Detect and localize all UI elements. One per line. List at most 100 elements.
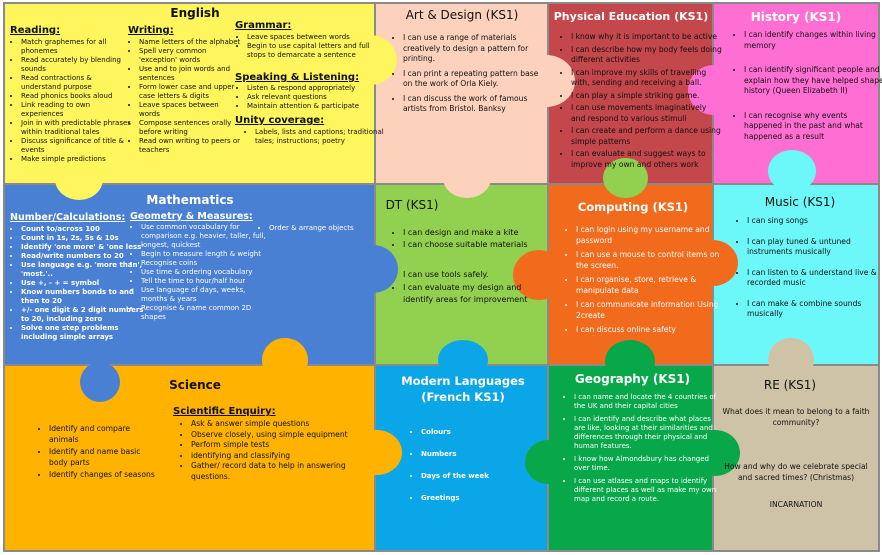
dt-list-2: I can evaluate my design and identify ar…	[392, 282, 528, 305]
list-item: Gather/ record data to help in answering…	[191, 461, 361, 482]
puzzle-knob	[513, 250, 565, 300]
list-item: identifying and classifying	[191, 451, 361, 462]
list-item: Perform simple tests	[191, 440, 361, 451]
music-list: I can sing songs I can play tuned & untu…	[736, 216, 882, 320]
list-item: Order & arrange objects	[269, 224, 379, 233]
re-question-1: What does it mean to belong to a faith c…	[722, 407, 870, 427]
list-item: I can play tuned & untuned instruments m…	[747, 237, 882, 258]
list-item: Use and to join words and sentences	[139, 65, 241, 83]
list-item: Join in with predictable phrases within …	[21, 119, 133, 137]
list-item: I can discuss the work of famous artists…	[403, 94, 543, 115]
geometry-label: Geometry & Measures:	[130, 211, 253, 222]
speaking-label: Speaking & Listening:	[235, 72, 360, 83]
list-item: Read own writing to peers or teachers	[139, 137, 241, 155]
history-list: I can identify changes within living mem…	[733, 30, 882, 142]
puzzle-knob	[688, 65, 740, 115]
puzzle-knob	[262, 338, 308, 382]
puzzle-knob	[768, 150, 816, 192]
list-item: Leave spaces between words	[139, 101, 241, 119]
list-item: +/- one digit & 2 digit numbers to 20, i…	[21, 306, 146, 324]
list-item: I can evaluate my design and identify ar…	[403, 282, 528, 305]
list-item: Know numbers bonds to and then to 20	[21, 288, 146, 306]
list-item: Use +, - + = symbol	[21, 279, 146, 288]
list-item: Name letters of the alphabet	[139, 38, 241, 47]
computing-list: I can login using my username and passwo…	[565, 225, 721, 336]
list-item: Compose sentences orally before writing	[139, 119, 241, 137]
history-title: History (KS1)	[750, 10, 842, 24]
speaking-list: Listen & respond appropriately Ask relev…	[236, 84, 385, 111]
art-list: I can use a range of materials creativel…	[392, 33, 543, 115]
list-item: I can login using my username and passwo…	[576, 225, 721, 246]
list-item: I can sing songs	[747, 216, 882, 227]
list-item: Use common vocabulary for comparison e.g…	[141, 223, 271, 250]
list-item: Identify 'one more' & 'one less'	[21, 243, 146, 252]
list-item: Labels, lists and captions; traditional …	[255, 128, 385, 146]
grammar-label: Grammar:	[235, 20, 292, 31]
list-item: Spell very common 'exception' words	[139, 47, 241, 65]
list-item: I can discuss online safety	[576, 325, 721, 336]
list-item: I can organise, store, retrieve & manipu…	[576, 275, 721, 296]
list-item: Ask relevant questions	[247, 93, 385, 102]
list-item: I can print a repeating pattern base on …	[403, 69, 543, 90]
list-item: Read phonics books aloud	[21, 92, 133, 101]
puzzle-knob	[688, 240, 738, 286]
science-title: Science	[169, 378, 221, 392]
list-item: Tell the time to hour/half hour	[141, 277, 271, 286]
english-title: English	[170, 6, 220, 20]
list-item: Recognise coins	[141, 259, 271, 268]
puzzle-knob	[80, 362, 120, 402]
maths-title: Mathematics	[146, 193, 234, 207]
list-item: Listen & respond appropriately	[247, 84, 385, 93]
list-item: Count in 1s, 2s, 5s & 10s	[21, 234, 146, 243]
geography-title: Geography (KS1)	[574, 372, 691, 386]
list-item: I can choose suitable materials	[403, 239, 528, 251]
list-item: I can use a mouse to control items on th…	[576, 250, 721, 271]
list-item: I can use a range of materials creativel…	[403, 33, 543, 65]
puzzle-knob	[443, 158, 491, 198]
list-item: I can improve my skills of travelling wi…	[571, 68, 723, 89]
list-item: Count to/across 100	[21, 225, 146, 234]
list-item: Days of the week	[421, 472, 531, 481]
maths-extra-list: Order & arrange objects	[258, 224, 379, 233]
puzzle-knob	[525, 440, 571, 484]
list-item: Link reading to own experiences	[21, 101, 133, 119]
geography-list: I can name and locate the 4 countries of…	[563, 393, 721, 504]
puzzle-knob	[768, 338, 814, 382]
list-item: I can identify significant people and ex…	[744, 65, 882, 97]
number-list: Count to/across 100 Count in 1s, 2s, 5s …	[10, 225, 146, 342]
puzzle-knob	[690, 430, 740, 476]
enquiry-label: Scientific Enquiry:	[173, 406, 276, 417]
grammar-list: Leave spaces between words Begin to use …	[236, 33, 387, 60]
list-item: Greetings	[421, 494, 531, 503]
list-item: I can identify and describe what places …	[574, 415, 721, 451]
languages-title: Modern Languages (French KS1)	[401, 374, 525, 404]
list-item: I can use movements imaginatively and re…	[571, 103, 723, 124]
list-item: Ask & answer simple questions	[191, 419, 361, 430]
re-title: RE (KS1)	[763, 378, 817, 392]
music-title: Music (KS1)	[764, 195, 836, 209]
list-item: Numbers	[421, 450, 531, 459]
puzzle-knob	[603, 158, 648, 198]
list-item: I can create and perform a dance using s…	[571, 126, 723, 147]
list-item: Observe closely, using simple equipment	[191, 430, 361, 441]
list-item: Identify and compare animals	[49, 424, 161, 445]
languages-tile	[374, 364, 549, 552]
list-item: Read/write numbers to 20	[21, 252, 146, 261]
list-item: I can use atlases and maps to identify d…	[574, 477, 721, 504]
languages-list: Colours Numbers Days of the week Greetin…	[410, 428, 531, 503]
list-item: I can recognise why events happened in t…	[744, 111, 882, 143]
re-question-2: How and why do we celebrate special and …	[724, 462, 868, 482]
list-item: Begin to measure length & weight	[141, 250, 271, 259]
puzzle-knob	[605, 340, 655, 382]
list-item: Form lower case and upper case letters &…	[139, 83, 241, 101]
computing-title: Computing (KS1)	[577, 200, 689, 214]
puzzle-knob	[352, 430, 402, 475]
science-tile	[3, 364, 376, 552]
list-item: Identify changes of seasons	[49, 470, 161, 481]
list-item: Make simple predictions	[21, 155, 133, 164]
list-item: I can identify changes within living mem…	[744, 30, 882, 51]
list-item: Use time & ordering vocabulary	[141, 268, 271, 277]
unity-label: Unity coverage:	[235, 115, 325, 126]
dt-title: DT (KS1)	[385, 198, 439, 212]
